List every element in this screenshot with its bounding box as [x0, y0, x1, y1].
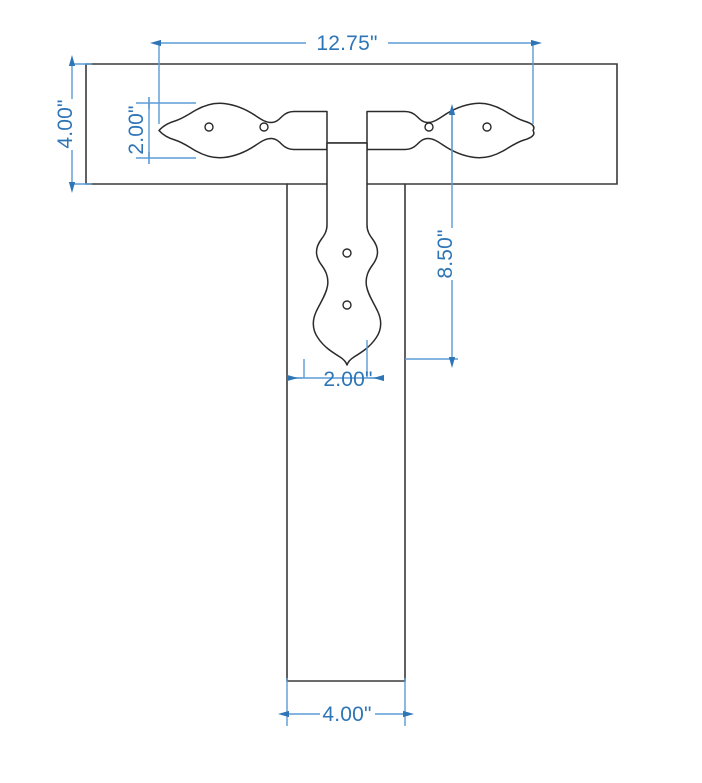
dimension-strap-width-horizontal — [136, 97, 196, 164]
dimension-label-stile-width: 4.00" — [322, 703, 371, 726]
fastener-hole — [204, 122, 214, 132]
dimension-overall-drop — [405, 104, 458, 368]
fastener-hole — [424, 122, 434, 132]
dimension-label-overall-width: 12.75" — [316, 32, 377, 55]
dimension-label-overall-drop: 8.50" — [434, 229, 457, 278]
hinge-horizontal-strap — [158, 102, 535, 159]
dimension-overall-width — [150, 39, 542, 124]
fastener-hole — [482, 122, 492, 132]
dimension-label-strap-width-horizontal: 2.00" — [125, 105, 148, 154]
dimension-board-height — [68, 55, 92, 193]
dimension-label-board-height: 4.00" — [54, 99, 77, 148]
dimension-strap-width-vertical — [287, 340, 384, 382]
dimension-label-strap-width-vertical: 2.00" — [323, 368, 372, 391]
fastener-hole — [342, 300, 352, 310]
dimension-stile-width — [278, 678, 414, 726]
fastener-holes — [204, 122, 492, 310]
fastener-hole — [259, 122, 269, 132]
hinge-horizontal-strap-outline — [158, 102, 535, 159]
fastener-hole — [342, 248, 352, 258]
